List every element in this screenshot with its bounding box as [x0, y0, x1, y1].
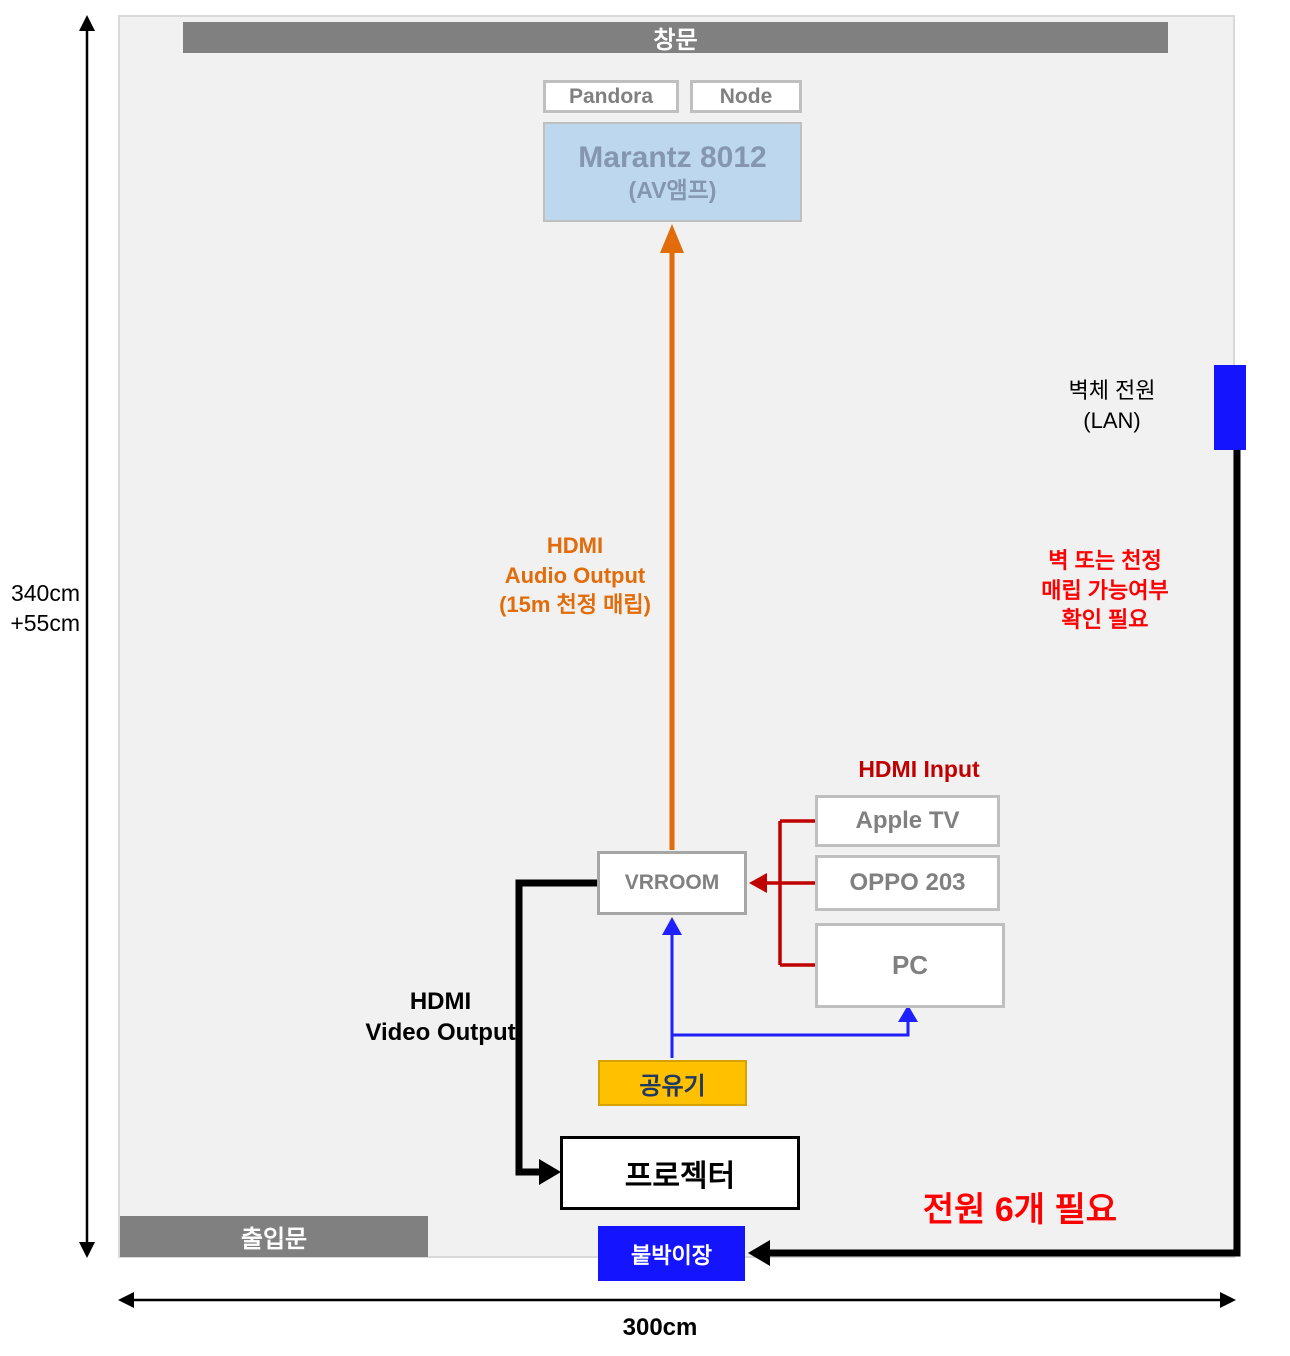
- window-label: 창문: [653, 27, 698, 54]
- node-node: Node: [690, 80, 802, 113]
- height-dimension-label: 340cm +55cm: [10, 580, 80, 636]
- apple-tv-label: Apple TV: [855, 807, 960, 834]
- marantz-subtitle: (AV앰프): [628, 176, 717, 203]
- entrance-door-bar: 출입문: [120, 1216, 428, 1257]
- hdmi-input-label: HDMI Input: [858, 756, 980, 782]
- width-dimension-label: 300cm: [622, 1314, 698, 1341]
- node-projector: 프로젝터: [560, 1136, 800, 1210]
- pandora-label: Pandora: [568, 84, 654, 108]
- pc-label: PC: [891, 950, 929, 980]
- entrance-door-label: 출입문: [240, 1226, 308, 1253]
- node-marantz-amp: Marantz 8012 (AV앰프): [543, 122, 802, 222]
- node-label: Node: [719, 84, 773, 108]
- node-pc: PC: [815, 923, 1005, 1008]
- marantz-title: Marantz 8012: [578, 141, 767, 175]
- wall-ceiling-note: 벽 또는 천정 매립 가능여부 확인 필요: [1041, 548, 1169, 633]
- wall-power-outlet: [1214, 365, 1246, 450]
- router-label: 공유기: [639, 1072, 706, 1100]
- closet-label: 붙박이장: [631, 1242, 712, 1268]
- node-apple-tv: Apple TV: [815, 795, 1000, 847]
- node-vrroom: VRROOM: [597, 851, 747, 915]
- height-dimension-arrow: [79, 15, 95, 1258]
- power-count-note: 전원 6개 필요: [922, 1191, 1118, 1229]
- node-oppo-203: OPPO 203: [815, 855, 1000, 911]
- wall-power-label: 벽체 전원 (LAN): [1068, 378, 1156, 433]
- oppo-label: OPPO 203: [849, 869, 966, 896]
- node-router: 공유기: [598, 1060, 747, 1106]
- width-dimension-arrow: [118, 1292, 1236, 1308]
- node-built-in-closet: 붙박이장: [598, 1226, 745, 1281]
- window-bar: 창문: [183, 22, 1168, 54]
- hdmi-video-output-label: HDMI Video Output: [365, 988, 516, 1047]
- hdmi-audio-output-label: HDMI Audio Output (15m 천정 매립): [499, 533, 651, 618]
- node-pandora: Pandora: [543, 80, 679, 113]
- vrroom-label: VRROOM: [624, 871, 720, 894]
- projector-label: 프로젝터: [624, 1160, 736, 1193]
